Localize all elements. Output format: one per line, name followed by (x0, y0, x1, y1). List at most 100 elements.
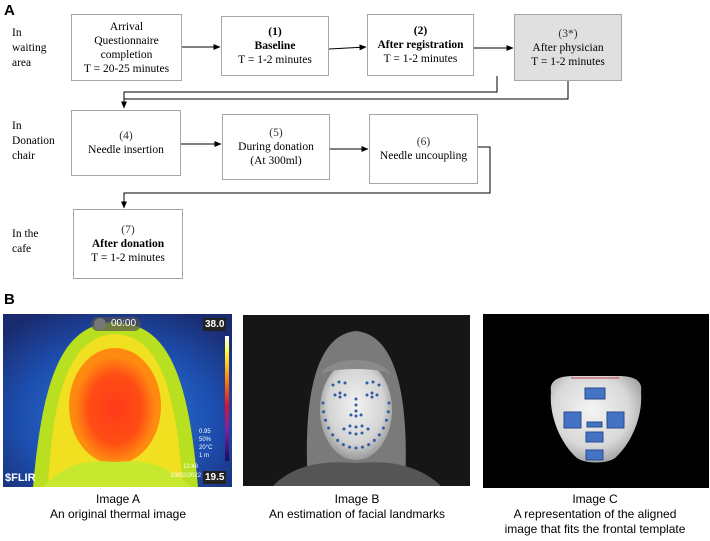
row-label-line: area (12, 57, 32, 69)
param-emissivity: 0.95 (199, 429, 211, 435)
landmark-dot (338, 395, 342, 399)
landmark-dot (354, 409, 358, 413)
step-time: T = 1-2 minutes (238, 54, 312, 66)
aligned-template-image (483, 314, 709, 488)
step-registration-box: (2) After registration T = 1-2 minutes (367, 14, 474, 76)
landmark-dot (333, 393, 337, 397)
step-title: Baseline (254, 40, 296, 52)
landmark-dot (348, 445, 352, 449)
row-label-waiting-area: In waiting area (12, 26, 47, 71)
step-physician-box: (3*) After physician T = 1-2 minutes (514, 14, 622, 81)
camera-time: 12:48 (183, 464, 199, 470)
upper-lip-region (585, 431, 604, 443)
landmark-image (243, 315, 470, 486)
step-needle-insertion-box: (4) Needle insertion (71, 110, 181, 176)
row-label-line: chair (12, 150, 35, 162)
caption-text: image that fits the frontal template (504, 522, 686, 536)
landmark-dot (360, 424, 364, 428)
template-face-graphic (483, 314, 709, 488)
landmark-dot (377, 383, 381, 387)
right-eye-region (606, 411, 625, 429)
arrow-baseline-to-registration (328, 44, 367, 51)
camera-date: 03/02/2022 (171, 473, 202, 479)
landmark-dot (322, 410, 326, 414)
flir-logo: $FLIR (5, 472, 36, 484)
caption-text: A representation of the aligned (513, 507, 677, 521)
landmark-dot (348, 424, 352, 428)
forehead-region (584, 387, 606, 400)
landmark-dot (366, 427, 370, 431)
landmark-dot (342, 427, 346, 431)
landmark-dot (365, 381, 369, 385)
step-number: (2) (413, 25, 428, 37)
param-temperature: 20°C (199, 445, 213, 451)
thermal-image: 00:00 38.0 19.5 $FLIR 0.95 50% 20°C 1 m … (3, 314, 232, 487)
caption-title: Image A (95, 492, 141, 506)
caption-title: Image B (334, 492, 380, 506)
landmark-dot (331, 433, 335, 437)
landmark-dot (372, 438, 376, 442)
landmark-dot (338, 391, 342, 395)
timer-pill (91, 317, 141, 331)
landmark-dot (324, 418, 328, 422)
step-baseline-box: (1) Baseline T = 1-2 minutes (221, 16, 329, 76)
step-needle-uncoupling-box: (6) Needle uncoupling (369, 114, 478, 184)
landmark-dot (348, 431, 352, 435)
row-label-cafe: In the cafe (12, 227, 39, 257)
row-label-line: In the (12, 228, 39, 240)
step-time: T = 1-2 minutes (91, 252, 165, 264)
landmark-dot (377, 433, 381, 437)
row-label-line: waiting (12, 42, 47, 54)
step-number: (5) (269, 127, 283, 139)
landmark-dot (343, 393, 347, 397)
nose-region (586, 421, 603, 428)
step-number: (1) (268, 26, 282, 38)
row-label-line: In (12, 120, 22, 132)
landmark-dot (336, 438, 340, 442)
flow-arrows (121, 44, 569, 209)
caption-image-b: Image B An estimation of facial landmark… (242, 492, 472, 522)
step-title: Needle insertion (88, 144, 164, 156)
timer-text: 00:00 (111, 318, 137, 329)
landmark-dot (375, 393, 379, 397)
template-regions (563, 387, 625, 461)
scale-max-label: 38.0 (203, 318, 227, 331)
param-humidity: 50% (199, 437, 212, 443)
step-number: (7) (121, 224, 135, 236)
landmark-dot (343, 381, 347, 385)
step-number: (6) (416, 136, 431, 148)
step-text: Arrival (109, 20, 144, 33)
arrow-physician-to-needle-insertion (124, 81, 569, 100)
landmark-dot (349, 413, 353, 417)
step-arrival-box: Arrival Questionnaire completion T = 20-… (71, 14, 182, 81)
landmark-dot (386, 410, 390, 414)
landmark-dot (354, 432, 358, 436)
step-title: After registration (377, 39, 464, 51)
landmark-dot (370, 395, 374, 399)
landmark-dot (341, 443, 345, 447)
landmark-dot (367, 443, 371, 447)
landmark-dot (384, 418, 388, 422)
step-after-donation-box: (7) After donation T = 1-2 minutes (73, 209, 183, 279)
landmark-dot (371, 380, 375, 384)
step-text: Questionnaire (94, 34, 159, 47)
step-during-donation-box: (5) During donation (At 300ml) (222, 114, 330, 180)
step-number: (3*) (558, 27, 578, 40)
landmark-dot (365, 393, 369, 397)
row-label-donation-chair: In Donation chair (12, 119, 55, 164)
panel-a-label: A (4, 2, 15, 19)
row-label-line: Donation (12, 135, 55, 147)
caption-text: An estimation of facial landmarks (268, 507, 446, 521)
caption-title: Image C (572, 492, 618, 506)
landmark-dot (354, 446, 358, 450)
scale-min-label: 19.5 (203, 471, 227, 484)
step-number: (4) (119, 130, 133, 142)
chin-region (585, 449, 604, 461)
landmark-dot (337, 380, 341, 384)
arrow-uncoupling-to-after-donation (121, 146, 491, 209)
step-title: After physician (532, 41, 604, 54)
landmark-dot (327, 426, 331, 430)
left-eye-region (563, 411, 582, 429)
step-text: completion (100, 48, 153, 61)
landmark-dot (354, 397, 358, 401)
